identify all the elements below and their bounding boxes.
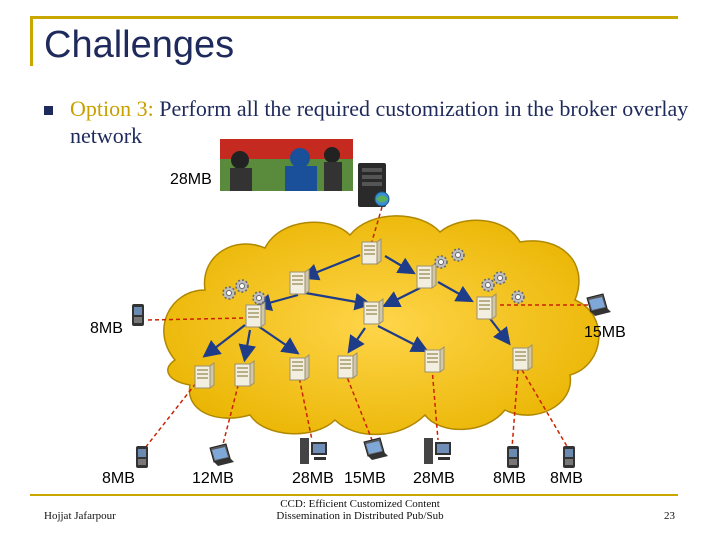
broker-icon <box>416 262 437 289</box>
broker-icon <box>234 360 255 387</box>
bullet-marker <box>44 106 53 115</box>
left-laptop-size-label: 8MB <box>90 320 123 337</box>
bullet-text: Option 3: Perform all the required custo… <box>70 95 690 149</box>
broker-icon <box>289 268 310 295</box>
routing-arrows <box>202 253 511 363</box>
slide-title: Challenges <box>44 24 235 66</box>
page-number: 23 <box>664 510 675 522</box>
bottom-size-label: 12MB <box>192 470 234 487</box>
phone-icon <box>563 446 575 468</box>
bottom-size-label: 8MB <box>493 470 526 487</box>
phone-icon <box>132 304 144 326</box>
gear-icon <box>434 255 448 269</box>
gear-icon <box>222 286 236 300</box>
desktop-icon <box>424 438 451 464</box>
bottom-size-label: 8MB <box>102 470 135 487</box>
server-tower-icon <box>358 163 390 207</box>
gear-icon <box>481 278 495 292</box>
broker-cloud <box>163 215 600 436</box>
footer-center-line1: CCD: Efficient Customized Content <box>280 498 440 510</box>
right-laptop-size-label: 15MB <box>584 324 626 341</box>
bottom-size-label: 28MB <box>413 470 455 487</box>
laptop-icon <box>363 437 389 461</box>
subscriber-links <box>144 206 590 449</box>
gear-icon <box>235 279 249 293</box>
bottom-size-label: 8MB <box>550 470 583 487</box>
gear-icon <box>451 248 465 262</box>
bottom-size-label: 28MB <box>292 470 334 487</box>
broker-icon <box>512 344 533 371</box>
source-size-label: 28MB <box>170 171 212 188</box>
frame-top-line <box>30 16 678 19</box>
broker-icon <box>363 298 384 325</box>
bullet-prefix: Option 3: <box>70 96 154 121</box>
frame-bottom-line <box>30 494 678 496</box>
phone-icon <box>507 446 519 468</box>
broker-icon <box>245 301 266 328</box>
broker-icon <box>424 346 445 373</box>
footer-center-line2: Dissemination in Distributed Pub/Sub <box>276 510 444 522</box>
bottom-size-label: 15MB <box>344 470 386 487</box>
bullet-body: Perform all the required customization i… <box>70 96 689 148</box>
phone-icon <box>136 446 148 468</box>
desktop-icon <box>300 438 327 464</box>
broker-icon <box>289 354 310 381</box>
broker-icon <box>337 352 358 379</box>
footer-author: Hojjat Jafarpour <box>44 510 116 522</box>
gear-icon <box>252 291 266 305</box>
broker-icon <box>361 238 382 265</box>
laptop-icon <box>209 443 235 467</box>
broker-icon <box>194 362 215 389</box>
gear-icon <box>493 271 507 285</box>
frame-left-line <box>30 16 33 66</box>
footer-center: CCD: Efficient Customized Content Dissem… <box>240 498 480 522</box>
broker-icon <box>476 293 497 320</box>
gear-icon <box>511 290 525 304</box>
football-photo <box>220 139 353 191</box>
